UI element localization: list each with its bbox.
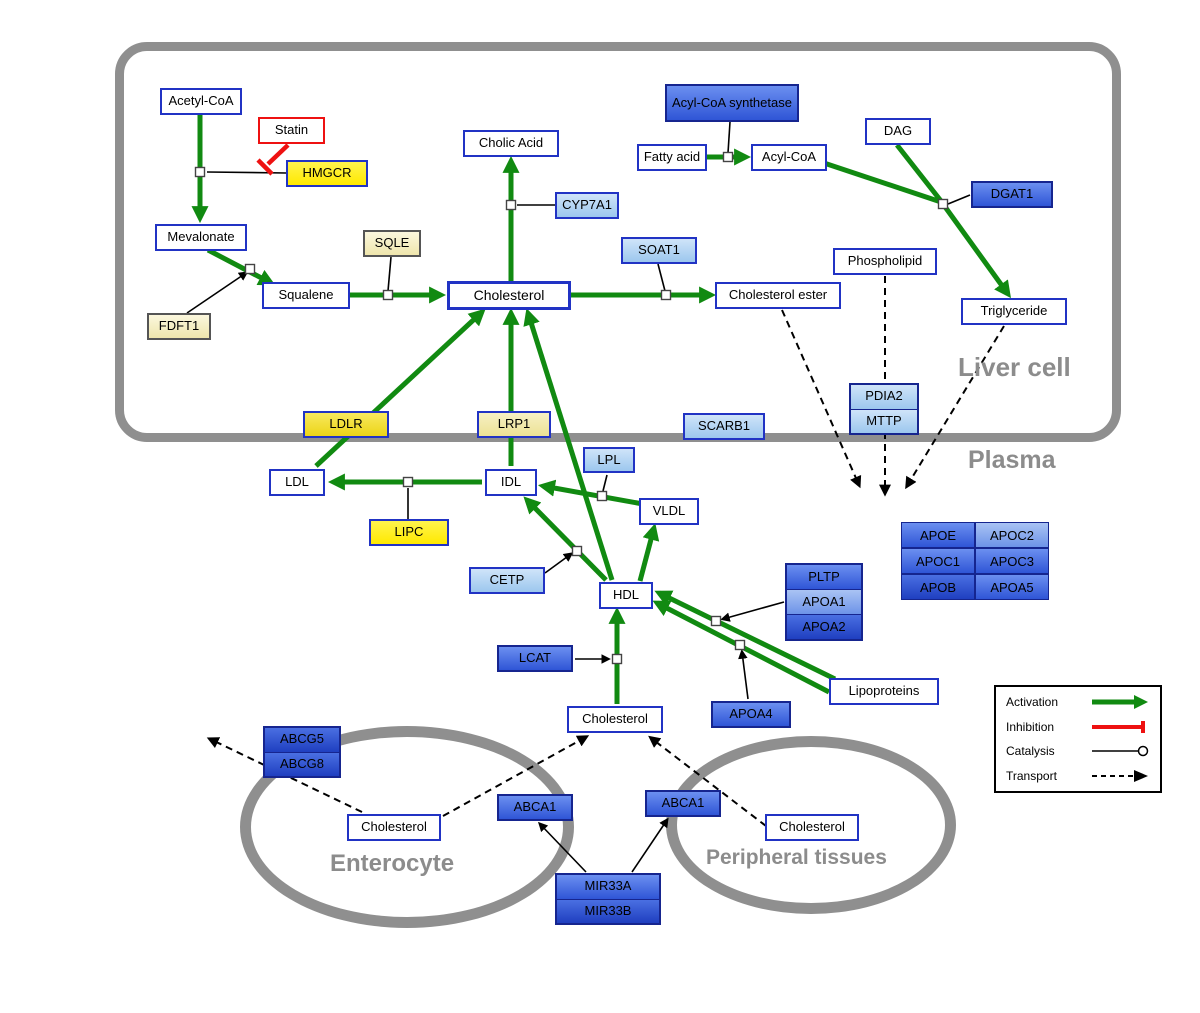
node-cyp7a1[interactable]: CYP7A1	[555, 192, 619, 219]
node-abca1-peripheral[interactable]: ABCA1	[645, 790, 721, 817]
node-mttp[interactable]: MTTP	[851, 408, 917, 433]
enterocyte-membrane	[240, 726, 574, 928]
enterocyte-label: Enterocyte	[330, 850, 455, 877]
node-statin[interactable]: Statin	[258, 117, 325, 144]
node-mir33b[interactable]: MIR33B	[557, 898, 659, 923]
node-apoa4[interactable]: APOA4	[711, 701, 791, 728]
peripheral-tissues-label: Peripheral tissues	[706, 846, 887, 869]
node-abca1-enterocyte[interactable]: ABCA1	[497, 794, 573, 821]
node-pdia2[interactable]: PDIA2	[851, 385, 917, 409]
node-fdft1[interactable]: FDFT1	[147, 313, 211, 340]
activation-arrow-icon	[1092, 695, 1148, 709]
plasma-label: Plasma	[968, 446, 1056, 474]
node-fatty-acid[interactable]: Fatty acid	[637, 144, 707, 171]
node-apoa1[interactable]: APOA1	[787, 589, 861, 614]
node-abcg5[interactable]: ABCG5	[265, 728, 339, 752]
node-cholesterol-liver[interactable]: Cholesterol	[447, 281, 571, 310]
node-cholic-acid[interactable]: Cholic Acid	[463, 130, 559, 157]
node-apoc1[interactable]: APOC1	[901, 548, 975, 574]
node-apob[interactable]: APOB	[901, 574, 975, 600]
node-cetp[interactable]: CETP	[469, 567, 545, 594]
node-lcat[interactable]: LCAT	[497, 645, 573, 672]
node-apoc3[interactable]: APOC3	[975, 548, 1049, 574]
node-pltp-apoa1-apoa2-complex[interactable]: PLTP APOA1 APOA2	[785, 563, 863, 641]
node-cholesterol-peripheral[interactable]: Cholesterol	[765, 814, 859, 841]
liver-cell-label: Liver cell	[958, 352, 1071, 382]
legend-catalysis-row: Catalysis	[1006, 743, 1150, 759]
legend-transport-row: Transport	[1006, 768, 1150, 784]
node-phospholipid[interactable]: Phospholipid	[833, 248, 937, 275]
node-dag[interactable]: DAG	[865, 118, 931, 145]
node-hdl[interactable]: HDL	[599, 582, 653, 609]
node-mevalonate[interactable]: Mevalonate	[155, 224, 247, 251]
legend-inhibition-label: Inhibition	[1006, 719, 1055, 734]
node-pltp[interactable]: PLTP	[787, 565, 861, 589]
node-apoc2[interactable]: APOC2	[975, 522, 1049, 548]
node-scarb1[interactable]: SCARB1	[683, 413, 765, 440]
node-acyl-coa[interactable]: Acyl-CoA	[751, 144, 827, 171]
node-cholesterol-plasma[interactable]: Cholesterol	[567, 706, 663, 733]
node-lpl[interactable]: LPL	[583, 447, 635, 473]
node-abcg5-abcg8-complex[interactable]: ABCG5 ABCG8	[263, 726, 341, 778]
node-lipc[interactable]: LIPC	[369, 519, 449, 546]
inhibition-tbar-icon	[1092, 720, 1145, 733]
node-pdia2-mttp-complex[interactable]: PDIA2 MTTP	[849, 383, 919, 435]
node-apoa2[interactable]: APOA2	[787, 614, 861, 639]
node-mir33a[interactable]: MIR33A	[557, 875, 659, 899]
node-lrp1[interactable]: LRP1	[477, 411, 551, 438]
liver-cell-membrane	[115, 42, 1121, 442]
peripheral-tissues-membrane	[666, 736, 956, 914]
node-dgat1[interactable]: DGAT1	[971, 181, 1053, 208]
node-apolipoprotein-grid[interactable]: APOE APOC2 APOC1 APOC3 APOB APOA5	[901, 522, 1049, 600]
node-squalene[interactable]: Squalene	[262, 282, 350, 309]
node-cholesterol-ester[interactable]: Cholesterol ester	[715, 282, 841, 309]
node-ldl[interactable]: LDL	[269, 469, 325, 496]
node-triglyceride[interactable]: Triglyceride	[961, 298, 1067, 325]
reaction-nodes	[194, 151, 949, 665]
node-apoa5[interactable]: APOA5	[975, 574, 1049, 600]
node-sqle[interactable]: SQLE	[363, 230, 421, 257]
legend-inhibition-row: Inhibition	[1006, 719, 1150, 735]
node-mir33a-mir33b-complex[interactable]: MIR33A MIR33B	[555, 873, 661, 925]
node-idl[interactable]: IDL	[485, 469, 537, 496]
transport-dashed-arrow-icon	[1092, 769, 1148, 782]
node-soat1[interactable]: SOAT1	[621, 237, 697, 264]
legend-transport-label: Transport	[1006, 768, 1057, 783]
inhibition-edge	[256, 143, 290, 176]
node-vldl[interactable]: VLDL	[639, 498, 699, 525]
node-acetyl-coa[interactable]: Acetyl-CoA	[160, 88, 242, 115]
node-lipoproteins[interactable]: Lipoproteins	[829, 678, 939, 705]
node-abcg8[interactable]: ABCG8	[265, 751, 339, 776]
catalysis-circle-icon	[1092, 746, 1149, 757]
node-cholesterol-enterocyte[interactable]: Cholesterol	[347, 814, 441, 841]
node-hmgcr[interactable]: HMGCR	[286, 160, 368, 187]
legend: Activation Inhibition Catalysis Transpor…	[994, 685, 1162, 793]
node-apoe[interactable]: APOE	[901, 522, 975, 548]
legend-catalysis-label: Catalysis	[1006, 744, 1055, 759]
node-ldlr[interactable]: LDLR	[303, 411, 389, 438]
legend-activation-label: Activation	[1006, 695, 1059, 709]
legend-activation-row: Activation	[1006, 694, 1150, 710]
node-acyl-coa-synthetase[interactable]: Acyl-CoA synthetase	[665, 84, 799, 122]
